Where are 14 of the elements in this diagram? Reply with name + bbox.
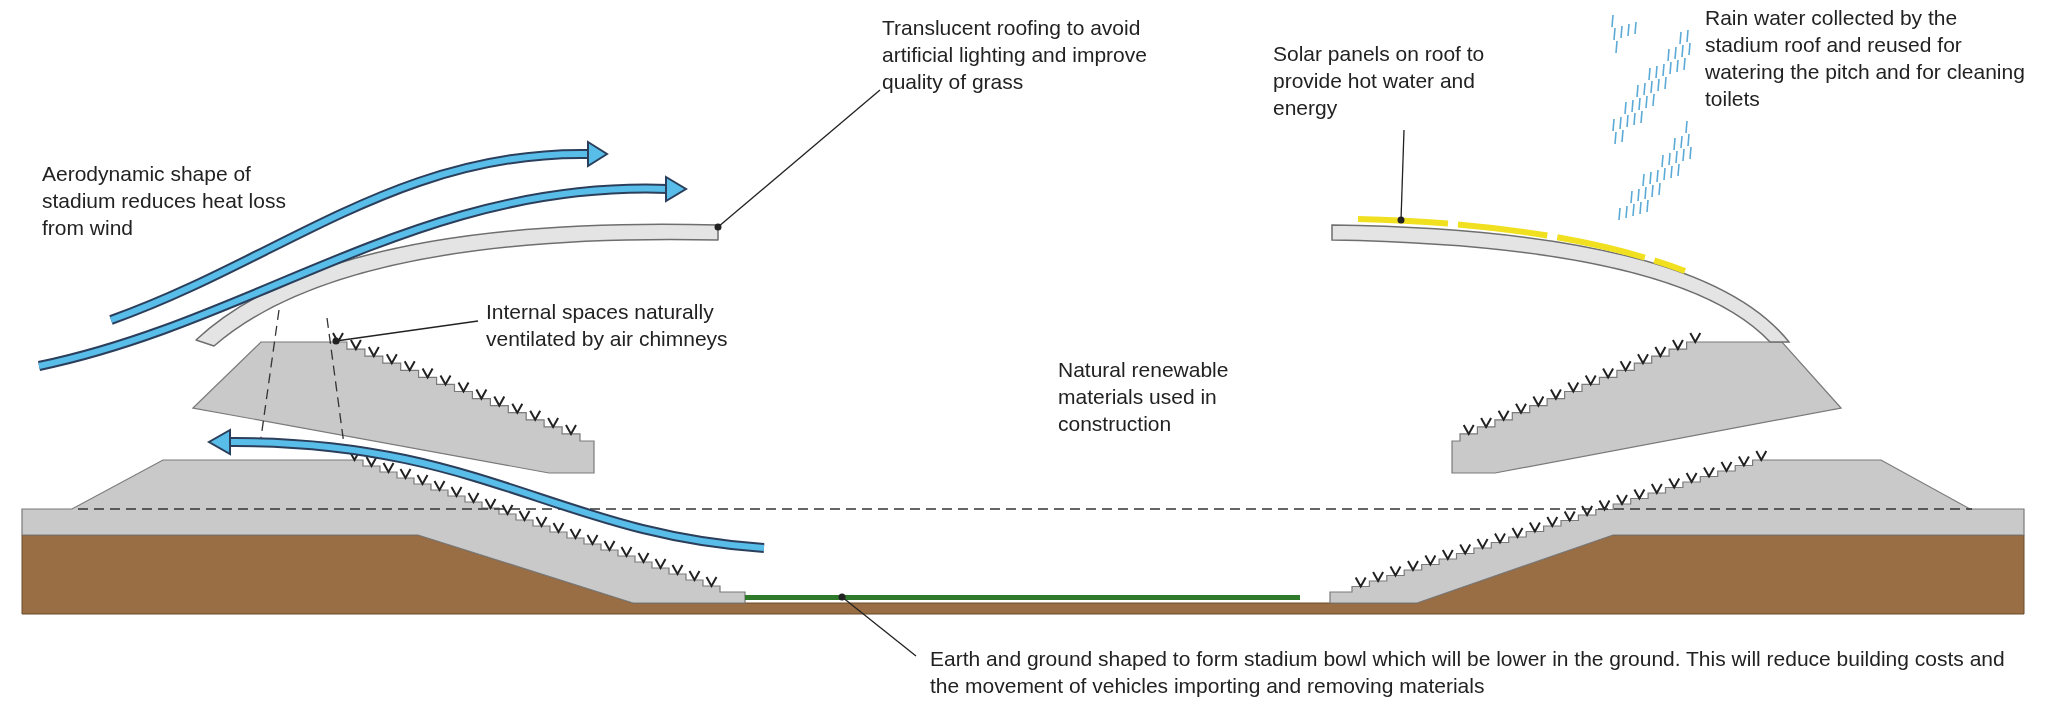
leader-line (838, 593, 917, 657)
pitch (745, 595, 1300, 600)
solar-panel-strip (1357, 216, 1686, 274)
callout-text: Solar panels on roof to provide hot water and energy (1273, 40, 1533, 121)
upper-stand (1451, 332, 1843, 474)
leader-line (714, 89, 881, 231)
callout-text: Translucent roofing to avoid artificial lighting and improve quality of grass (882, 14, 1212, 95)
note-text: Aerodynamic shape of stadium reduces heat loss from wind (42, 161, 287, 241)
note-text: Rain water collected by the stadium roof and reused for watering the pitch and for cleaning toilets (1705, 5, 2025, 112)
callout-text: Earth and ground shaped to form stadium bowl which will be lower in the ground. This will reduce building costs and the movement of vehicles importing and removing materials (930, 645, 2020, 699)
leader-line (1397, 129, 1405, 224)
note-text: Natural renewable materials used in construction (1058, 357, 1230, 437)
callout-text: Internal spaces naturally ventilated by air chimneys (486, 298, 786, 352)
leader-line (332, 320, 479, 345)
